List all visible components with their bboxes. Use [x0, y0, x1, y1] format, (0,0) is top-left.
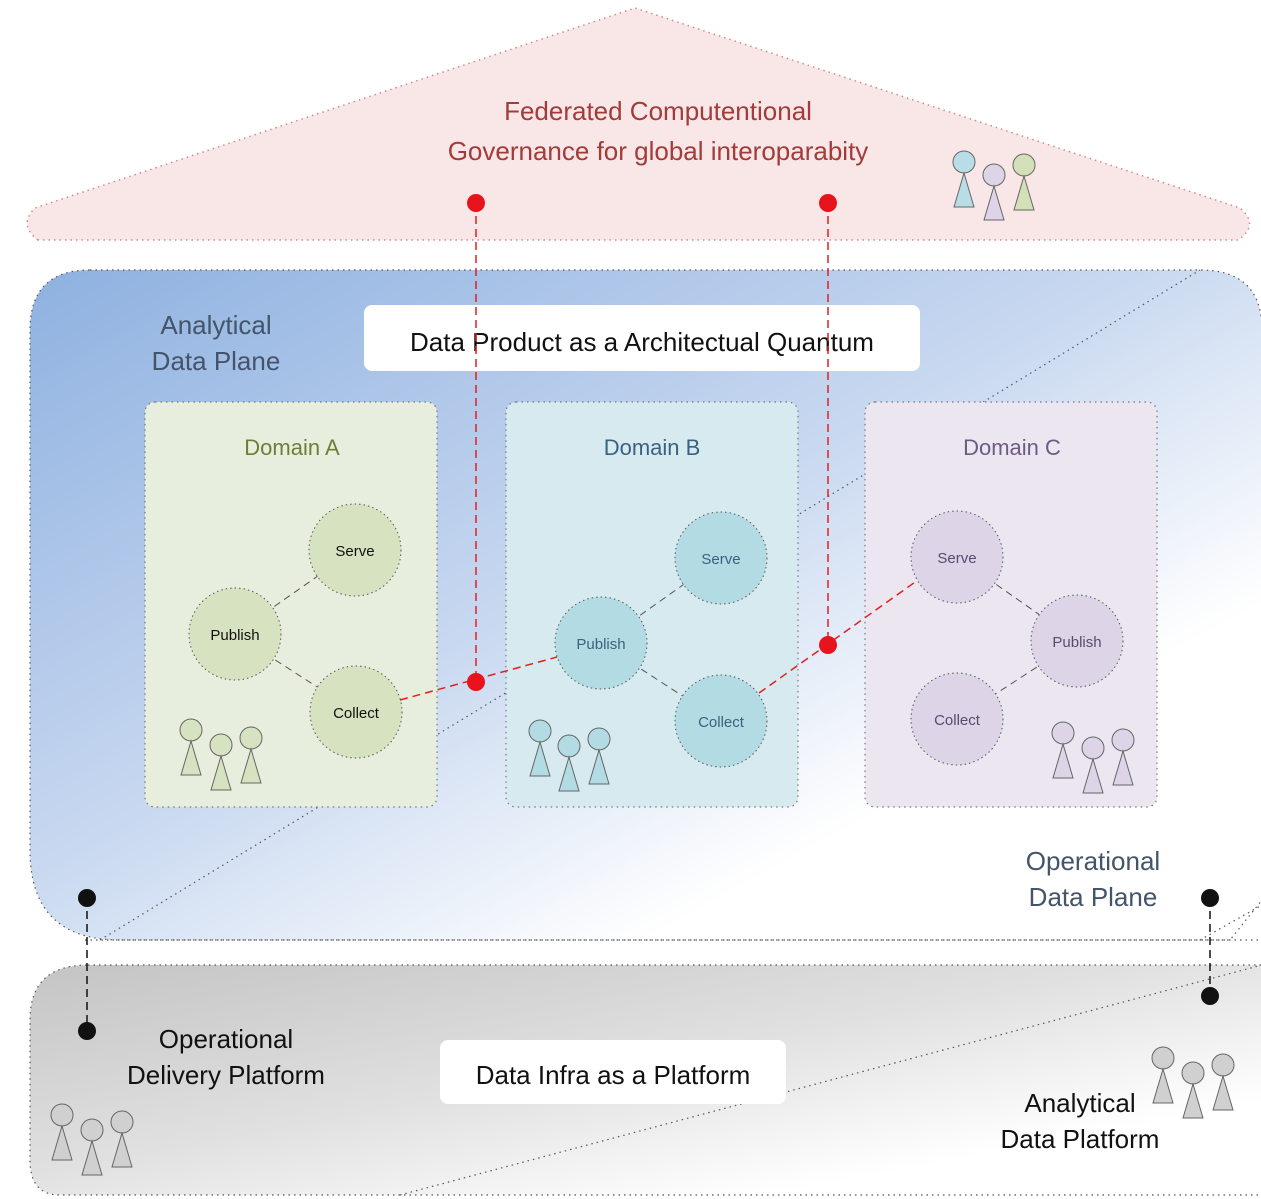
- governance-roof: Federated Computentional Governance for …: [26, 7, 1251, 241]
- domain-c-collect-node: Collect: [934, 712, 981, 729]
- interoperability-links: [399, 194, 919, 701]
- operational-delivery-label-line1: Operational: [159, 1024, 293, 1054]
- connector-dot-left-top: [78, 889, 96, 907]
- data-infra-label-box: [440, 1040, 786, 1104]
- link-connector-dot-ab: [467, 673, 485, 691]
- analytical-plane-label-line1: Analytical: [160, 310, 271, 340]
- connector-dot-left-bottom: [78, 1022, 96, 1040]
- operational-plane-label-line2: Data Plane: [1029, 882, 1158, 912]
- data-infra-label: Data Infra as a Platform: [476, 1060, 751, 1090]
- domain-a-title: Domain A: [244, 435, 340, 460]
- domain-c-serve-node: Serve: [937, 550, 976, 567]
- governance-title-line2: Governance for global interoparabity: [448, 136, 869, 166]
- data-product-label: Data Product as a Architectual Quantum: [410, 327, 874, 357]
- domain-b-publish-node: Publish: [576, 636, 625, 653]
- domain-c-title: Domain C: [963, 435, 1061, 460]
- domain-a-publish-node: Publish: [210, 627, 259, 644]
- operational-plane-label-line1: Operational: [1026, 846, 1160, 876]
- domain-a-box: Domain A Serve Publish Collect: [144, 401, 438, 808]
- domain-b-serve-node: Serve: [701, 551, 740, 568]
- domain-b-title: Domain B: [604, 435, 701, 460]
- analytical-platform-label-line1: Analytical: [1024, 1088, 1135, 1118]
- governance-connector-dot-right: [819, 194, 837, 212]
- operational-delivery-label-line2: Delivery Platform: [127, 1060, 325, 1090]
- domain-b-collect-node: Collect: [698, 714, 745, 731]
- governance-connector-dot-left: [467, 194, 485, 212]
- connector-dot-right-bottom: [1201, 987, 1219, 1005]
- plane-connectors: [78, 889, 1219, 1040]
- data-product-label-box: Data Product as a Architectual Quantum: [364, 305, 920, 371]
- domain-a-serve-node: Serve: [335, 543, 374, 560]
- infra-platform: Data Infra as a Platform Operational Del…: [29, 904, 1261, 1196]
- link-connector-dot-bc: [819, 636, 837, 654]
- connector-dot-right-top: [1201, 889, 1219, 907]
- governance-title-line1: Federated Computentional: [504, 96, 812, 126]
- domain-c-box: Domain C Serve Publish Collect: [864, 401, 1158, 808]
- analytical-platform-label-line2: Data Platform: [1001, 1124, 1160, 1154]
- domain-c-publish-node: Publish: [1052, 634, 1101, 651]
- analytical-plane-label-line2: Data Plane: [152, 346, 281, 376]
- domain-b-box: Domain B Serve Publish Collect: [505, 401, 799, 808]
- domain-a-collect-node: Collect: [333, 705, 380, 722]
